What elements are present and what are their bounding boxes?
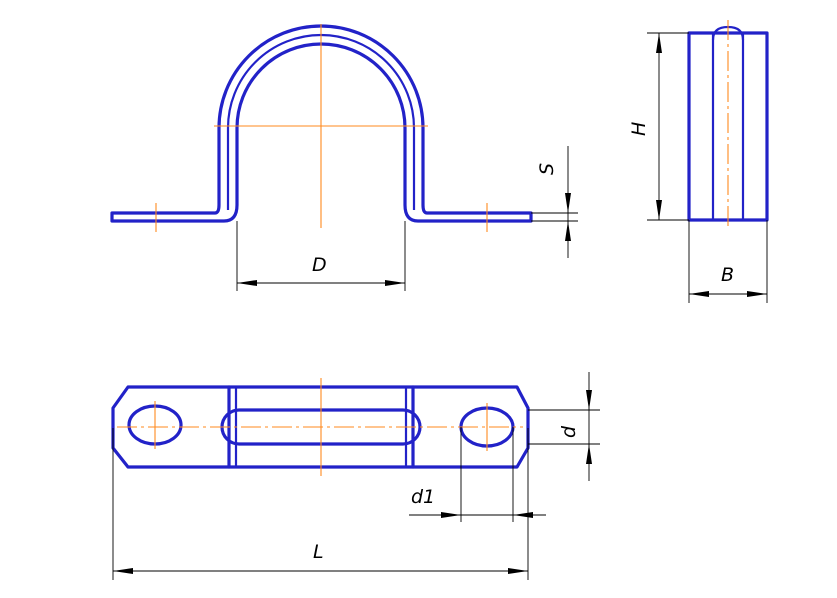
- label-d1: d1: [411, 486, 435, 508]
- top-view: [111, 378, 530, 476]
- dimension-B: B: [688, 220, 768, 303]
- front-view-outer-outline: [110, 24, 533, 223]
- front-view: [110, 24, 533, 232]
- label-d: d: [558, 425, 580, 438]
- dimension-d: d: [528, 372, 600, 481]
- label-H: H: [628, 122, 650, 136]
- dimension-d1: d1: [409, 427, 546, 522]
- top-view-outline: [111, 385, 530, 469]
- label-S: S: [536, 163, 558, 175]
- side-view: [687, 20, 769, 228]
- label-L: L: [313, 541, 324, 563]
- dimension-H: H: [628, 32, 689, 221]
- dimension-D: D: [236, 221, 406, 291]
- label-B: B: [721, 264, 734, 286]
- dimension-S: S: [531, 146, 578, 258]
- label-D: D: [312, 254, 327, 276]
- dimension-L: L: [112, 428, 529, 580]
